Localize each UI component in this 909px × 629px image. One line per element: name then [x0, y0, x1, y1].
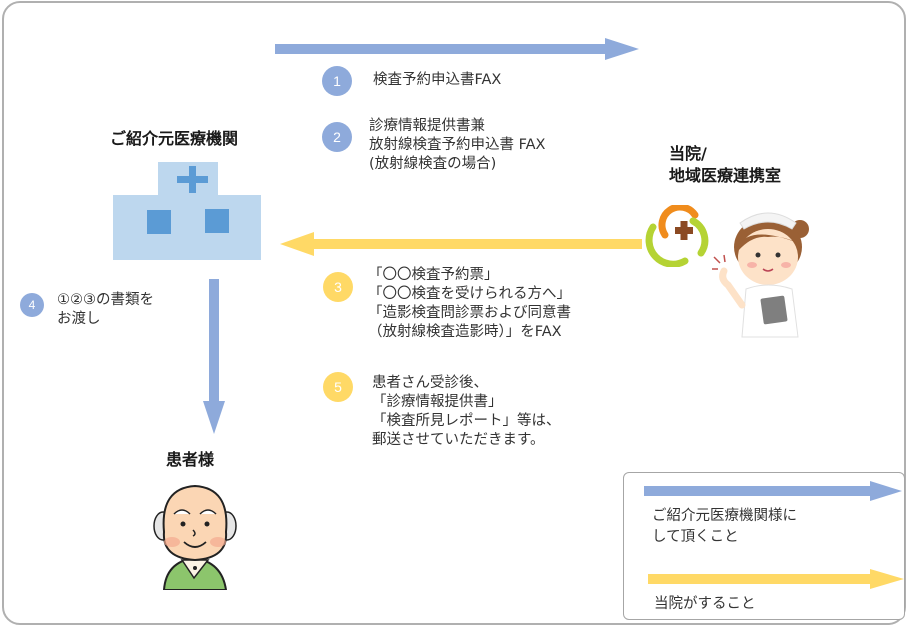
- step-3-number: 3: [334, 279, 342, 295]
- referrer-label: ご紹介元医療機関: [110, 129, 239, 148]
- arrow-referrer-to-patient: [203, 279, 225, 434]
- legend-yellow-label: 当院がすること: [654, 596, 756, 612]
- hospital-label-line2: 地域医療連携室: [669, 166, 782, 185]
- step-2-number: 2: [333, 129, 341, 145]
- step-2-line: 放射線検査予約申込書 FAX: [369, 137, 546, 153]
- step-2-line: (放射線検査の場合): [369, 156, 497, 172]
- step-1-badge: 1: [322, 66, 352, 96]
- step-4-number: 4: [28, 298, 36, 312]
- step-4-line: お渡し: [57, 311, 101, 327]
- legend-blue-line: ご紹介元医療機関様に: [652, 508, 797, 524]
- clinic-building-icon: [113, 162, 261, 260]
- step-5-badge: 5: [323, 372, 353, 402]
- legend-blue-line: して頂くこと: [652, 529, 739, 545]
- step-5-number: 5: [334, 379, 342, 395]
- legend-blue-label: ご紹介元医療機関様に して頂くこと: [652, 506, 797, 548]
- step-3-badge: 3: [323, 272, 353, 302]
- hospital-logo-icon: [645, 205, 717, 267]
- step-1-number: 1: [333, 73, 341, 89]
- hospital-label: 当院/ 地域医療連携室: [669, 143, 781, 187]
- step-3-line: 「〇〇検査を受けられる方へ」: [368, 286, 571, 302]
- step-3-line: 「〇〇検査予約票」: [368, 267, 499, 283]
- step-4-line: ①②③の書類を: [57, 292, 154, 308]
- nurse-illustration: [712, 205, 822, 340]
- elderly-patient-illustration: [150, 482, 240, 590]
- legend-blue-arrow-icon: [644, 481, 902, 501]
- patient-label: 患者様: [166, 450, 215, 469]
- step-1-text: 検査予約申込書FAX: [373, 71, 501, 90]
- step-5-line: 「診療情報提供書」: [372, 394, 503, 410]
- step-4-badge: 4: [20, 293, 44, 317]
- legend-yellow-arrow-icon: [648, 569, 904, 589]
- step-3-line: 「造影検査問診票および同意書: [368, 305, 571, 321]
- step-3-text: 「〇〇検査予約票」 「〇〇検査を受けられる方へ」 「造影検査問診票および同意書 …: [368, 266, 571, 342]
- hospital-label-line1: 当院/: [669, 144, 707, 163]
- arrow-referrer-to-hospital: [275, 38, 640, 60]
- arrow-hospital-to-referrer: [280, 232, 642, 256]
- step-5-line: 患者さん受診後、: [372, 375, 488, 391]
- step-5-line: 「検査所見レポート」等は、: [372, 413, 561, 429]
- step-2-line: 診療情報提供書兼: [369, 118, 485, 134]
- step-5-text: 患者さん受診後、 「診療情報提供書」 「検査所見レポート」等は、 郵送させていた…: [372, 374, 561, 450]
- step-2-badge: 2: [322, 122, 352, 152]
- legend-box: ご紹介元医療機関様に して頂くこと 当院がすること: [623, 472, 905, 620]
- step-5-line: 郵送させていただきます。: [372, 432, 545, 448]
- step-3-line: （放射線検査造影時）」をFAX: [368, 324, 562, 340]
- step-4-text: ①②③の書類を お渡し: [57, 291, 154, 329]
- step-1-line: 検査予約申込書FAX: [373, 72, 502, 88]
- step-2-text: 診療情報提供書兼 放射線検査予約申込書 FAX (放射線検査の場合): [369, 117, 545, 174]
